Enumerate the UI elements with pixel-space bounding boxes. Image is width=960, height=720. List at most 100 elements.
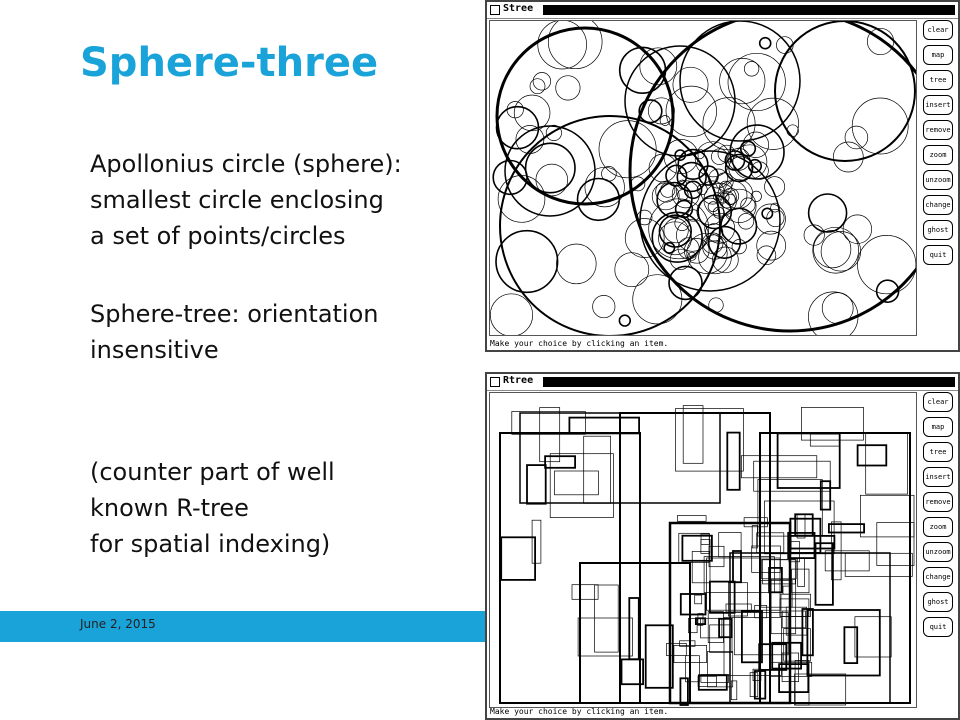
quit-button[interactable]: quit [923,245,953,265]
rtree-node [709,624,733,653]
rtree-node [677,515,707,522]
rtree-node [752,668,762,681]
zoom-button[interactable]: zoom [923,517,953,537]
sphere-node [750,190,762,202]
rtree-canvas[interactable] [489,392,917,708]
quit-button[interactable]: quit [923,617,953,637]
rtree-node [539,407,561,463]
rtree-node [500,536,537,581]
zoom-button[interactable]: zoom [923,145,953,165]
stree-canvas[interactable] [489,20,917,336]
sphere-node [731,239,747,255]
rtree-node [723,617,782,676]
tree-button[interactable]: tree [923,442,953,462]
rtree-node [531,519,542,564]
sphere-node [555,75,581,101]
sphere-node [812,226,859,274]
rtree-node [844,552,913,577]
tree-button[interactable]: tree [923,70,953,90]
change-button[interactable]: change [923,567,953,587]
rtree-node [666,643,687,656]
rtree-node [708,580,736,614]
rtree-node [725,603,752,613]
sphere-node [630,176,646,192]
rtree-node [794,673,847,706]
ghost-button[interactable]: ghost [923,220,953,240]
sphere-node [665,85,717,138]
rtree-node [554,470,599,496]
text-line: insensitive [90,336,219,364]
text-line: smallest circle enclosing [90,186,384,214]
rtree-node [544,455,576,469]
text-line: for spatial indexing) [90,530,331,558]
sphere-node [647,97,675,125]
remove-button[interactable]: remove [923,120,953,140]
map-button[interactable]: map [923,45,953,65]
sphere-node [715,172,734,191]
unzoom-button[interactable]: unzoom [923,170,953,190]
rtree-window: Rtree clear map tree insert remove zoom … [485,372,960,720]
sphere-node [576,177,621,222]
rtree-node [700,617,723,639]
clear-button[interactable]: clear [923,20,953,40]
window-menu-icon[interactable] [490,5,500,15]
sphere-node [724,153,754,183]
rtree-node [819,480,832,511]
sphere-node [663,218,689,244]
sphere-node [719,180,733,194]
clear-button[interactable]: clear [923,392,953,412]
bounding-sphere [495,26,675,206]
window-menu-icon[interactable] [490,377,500,387]
sphere-node [658,214,693,248]
apollonius-definition: Apollonius circle (sphere): smallest cir… [90,146,402,254]
sphere-node [711,148,728,165]
sphere-node [712,246,739,274]
insert-button[interactable]: insert [923,95,953,115]
rtree-node [679,640,696,647]
rtree-node [733,612,789,656]
change-button[interactable]: change [923,195,953,215]
rtree-node [571,584,599,600]
rtree-node [628,597,640,661]
rtree-node [753,670,767,700]
sphere-node [842,214,873,244]
rtree-node [740,610,763,664]
sphere-tree-drawing [490,21,916,335]
sphere-node [740,197,756,213]
rtree-node [764,500,835,555]
rtree-node [675,408,744,472]
stree-menu: clear map tree insert remove zoom unzoom… [923,20,955,270]
rtree-node [620,658,645,686]
sphere-node [742,131,770,158]
r-tree-drawing [499,405,915,706]
sphere-node [658,221,692,256]
remove-button[interactable]: remove [923,492,953,512]
rtree-node [707,611,724,643]
sphere-node [598,120,657,179]
ghost-button[interactable]: ghost [923,592,953,612]
sphere-node [676,161,707,193]
sphere-node [702,97,756,151]
sphere-node [813,230,852,269]
rtree-node [749,672,759,697]
map-button[interactable]: map [923,417,953,437]
rtree-node [732,550,742,584]
rtree-node [789,534,836,550]
rtree-node [809,433,840,447]
sphere-node [672,66,709,103]
rtree-node [694,594,703,605]
sphere-node [866,27,895,56]
bounding-sphere [679,21,801,142]
bounding-sphere [639,150,781,292]
sphere-node [497,175,546,223]
bounding-sphere [628,21,916,333]
rtree-node [753,460,831,492]
sphere-node [638,99,663,124]
rtree-node [760,580,793,608]
sphere-node [727,52,786,112]
stree-titlebar: Stree [487,2,958,19]
sphere-node [556,243,597,285]
insert-button[interactable]: insert [923,467,953,487]
unzoom-button[interactable]: unzoom [923,542,953,562]
rtree-node [726,431,741,491]
